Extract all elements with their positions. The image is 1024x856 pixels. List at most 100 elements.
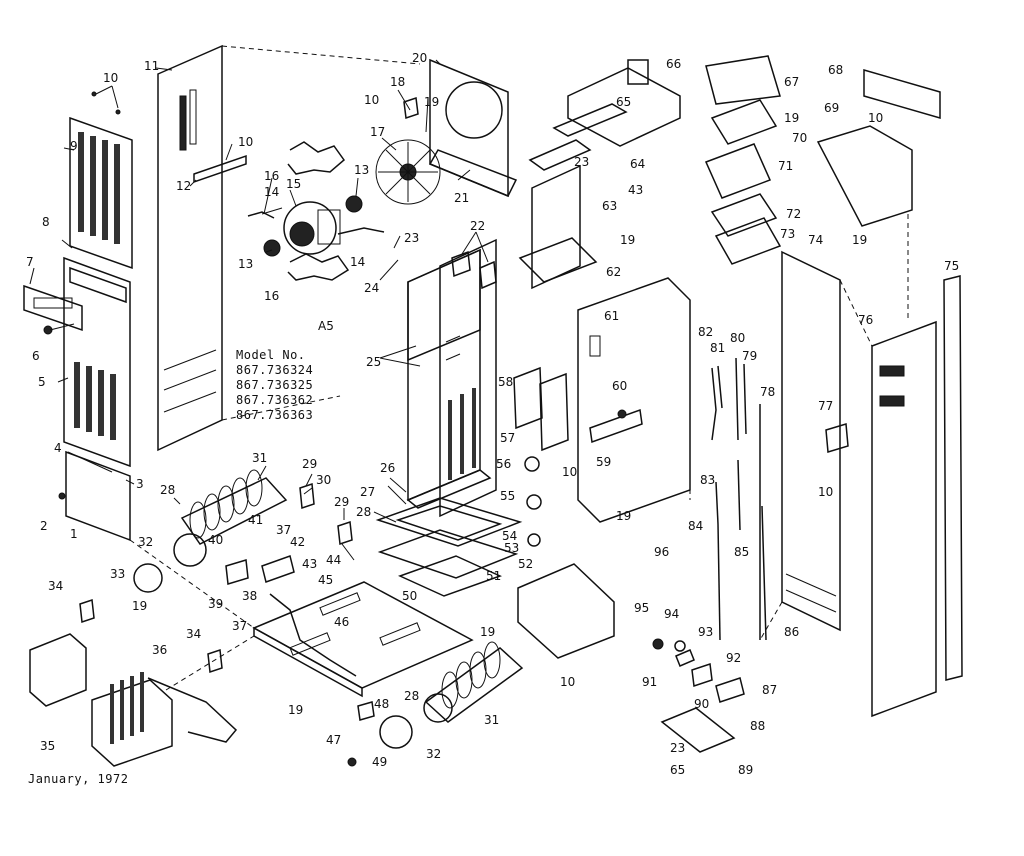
callout-8: 8 <box>42 215 50 229</box>
clip-part-14-a <box>247 211 275 219</box>
bracket-part-88 <box>660 707 736 753</box>
callout-2: 2 <box>40 519 48 533</box>
callout-41: 41 <box>248 513 263 527</box>
screw-part-10-b <box>115 109 121 115</box>
callout-51: 51 <box>486 569 501 583</box>
callout-19-h: 19 <box>852 233 867 247</box>
callout-86: 86 <box>784 625 799 639</box>
callout-10-b: 10 <box>238 135 253 149</box>
callout-44: 44 <box>326 553 341 567</box>
callout-87: 87 <box>762 683 777 697</box>
callout-7: 7 <box>26 255 34 269</box>
side-panel-part-11 <box>157 44 223 452</box>
part-number-labels: 10 9 8 7 6 5 4 3 2 1 11 12 10 16 14 15 1… <box>26 51 959 777</box>
model-heading: Model No. <box>236 348 306 362</box>
callout-24: 24 <box>364 281 379 295</box>
motor-part-15 <box>283 201 341 255</box>
baffle-part-53 <box>377 529 519 579</box>
callout-20: 20 <box>412 51 427 65</box>
bracket-part-30 <box>299 482 315 510</box>
trim-strip-part-75 <box>943 275 963 681</box>
callout-92: 92 <box>726 651 741 665</box>
callout-29-a: 29 <box>302 457 317 471</box>
strip-part-80 <box>735 357 739 441</box>
bracket-part-34-b <box>207 648 223 674</box>
callout-79: 79 <box>742 349 757 363</box>
callout-93: 93 <box>698 625 713 639</box>
callout-23-c: 23 <box>670 741 685 755</box>
callout-31-a: 31 <box>252 451 267 465</box>
plug-part-55 <box>526 494 542 510</box>
callout-32-b: 32 <box>426 747 441 761</box>
name-plate-part-7 <box>23 284 83 332</box>
nut-part-93 <box>674 640 686 652</box>
bracket-part-22-b <box>479 260 497 290</box>
bracket-part-34-a <box>79 598 95 624</box>
bracket-part-22-a <box>451 250 471 278</box>
callout-28-a: 28 <box>356 505 371 519</box>
strip-part-82 <box>711 367 717 441</box>
callout-13-b: 13 <box>354 163 369 177</box>
callout-10-g: 10 <box>560 675 575 689</box>
callout-19-e: 19 <box>616 509 631 523</box>
callout-81: 81 <box>710 341 725 355</box>
manifold-part-42 <box>261 555 295 583</box>
strip-part-86 <box>761 505 767 641</box>
callout-57: 57 <box>500 431 515 445</box>
callout-1: 1 <box>70 527 78 541</box>
callout-10: 10 <box>103 71 118 85</box>
strip-part-81 <box>717 365 723 409</box>
tube-part-36 <box>147 677 238 743</box>
callout-16-a: 16 <box>264 169 279 183</box>
callout-34-b: 34 <box>186 627 201 641</box>
callout-71: 71 <box>778 159 793 173</box>
callout-28-b: 28 <box>160 483 175 497</box>
bracket-part-92 <box>675 649 695 667</box>
callout-53: 53 <box>504 541 519 555</box>
bracket-part-64 <box>552 103 628 137</box>
callout-12: 12 <box>176 179 191 193</box>
callout-66: 66 <box>666 57 681 71</box>
callout-56: 56 <box>496 457 511 471</box>
callout-78: 78 <box>760 385 775 399</box>
blower-wheel-part-17 <box>375 139 441 205</box>
callout-47: 47 <box>326 733 341 747</box>
clip-part-18 <box>403 96 419 120</box>
callout-77: 77 <box>818 399 833 413</box>
callout-19-b: 19 <box>132 599 147 613</box>
valve-part-39 <box>225 559 249 585</box>
callout-94: 94 <box>664 607 679 621</box>
callout-88: 88 <box>750 719 765 733</box>
section-label: A5 <box>318 319 334 333</box>
nut-part-48 <box>357 701 375 721</box>
bracket-part-12 <box>193 154 247 184</box>
terminal-block-part-87 <box>715 677 745 703</box>
blower-housing-part-20 <box>428 58 518 198</box>
callout-75: 75 <box>944 259 959 273</box>
callout-38: 38 <box>242 589 257 603</box>
callout-54: 54 <box>502 529 517 543</box>
duct-top-part-63 <box>528 139 592 171</box>
plate-part-73 <box>714 217 782 265</box>
callout-5: 5 <box>38 375 46 389</box>
callout-30: 30 <box>316 473 331 487</box>
callout-68: 68 <box>828 63 843 77</box>
callout-31-b: 31 <box>484 713 499 727</box>
baffle-part-27 <box>375 497 523 547</box>
callout-85: 85 <box>734 545 749 559</box>
callout-64: 64 <box>630 157 645 171</box>
screw-part-60 <box>617 409 627 419</box>
bracket-part-90 <box>691 662 713 688</box>
callout-10-f: 10 <box>818 485 833 499</box>
callout-43: 43 <box>302 557 317 571</box>
callout-28-c: 28 <box>404 689 419 703</box>
bracket-part-77 <box>825 423 849 453</box>
callout-3: 3 <box>136 477 144 491</box>
grommet-part-13-b <box>345 195 363 213</box>
callout-37-a: 37 <box>276 523 291 537</box>
callout-83: 83 <box>700 473 715 487</box>
callout-65-b: 65 <box>670 763 685 777</box>
callout-42: 42 <box>290 535 305 549</box>
model-number: 867.736363 <box>236 408 314 422</box>
